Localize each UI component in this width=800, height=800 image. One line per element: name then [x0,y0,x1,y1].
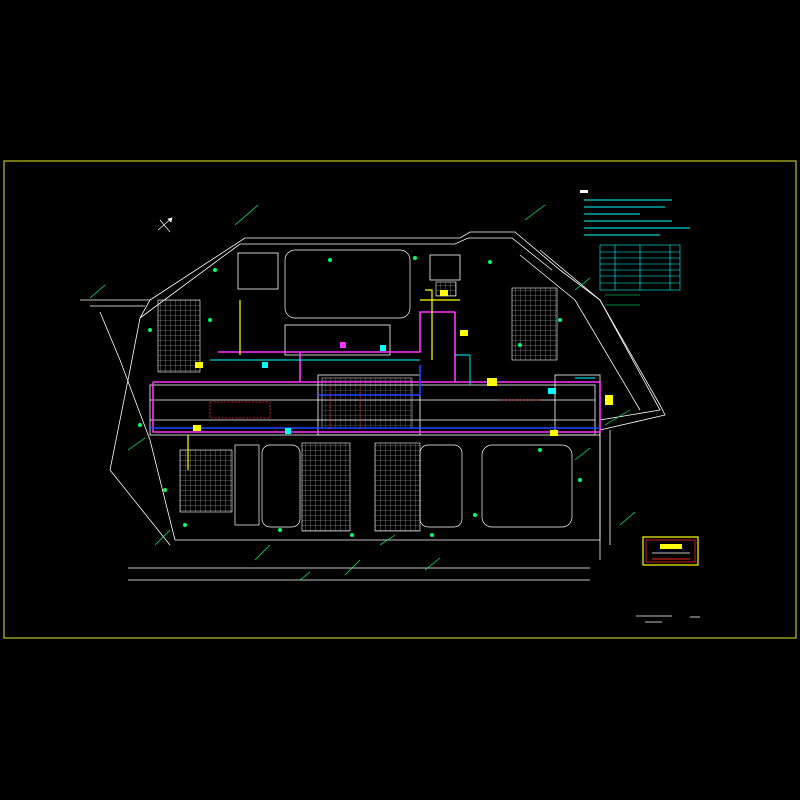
pipe-network-magenta [152,311,601,433]
sheet-frame [3,160,797,639]
pipe-network-blue [150,365,600,429]
pipe-network-yellow [187,289,460,470]
label-leaders [89,204,636,581]
legend-table [599,244,681,306]
notes-block [580,190,690,236]
main-building [149,252,601,436]
north-arrow-icon [157,217,173,233]
pipe-network-red [209,385,540,430]
green-markers [138,256,582,537]
stamp [642,536,699,566]
pipe-network-cyan [210,354,595,385]
site-boundary [80,231,666,581]
fixtures [193,290,613,436]
hatched-blocks [157,281,558,532]
title-block [636,615,700,623]
